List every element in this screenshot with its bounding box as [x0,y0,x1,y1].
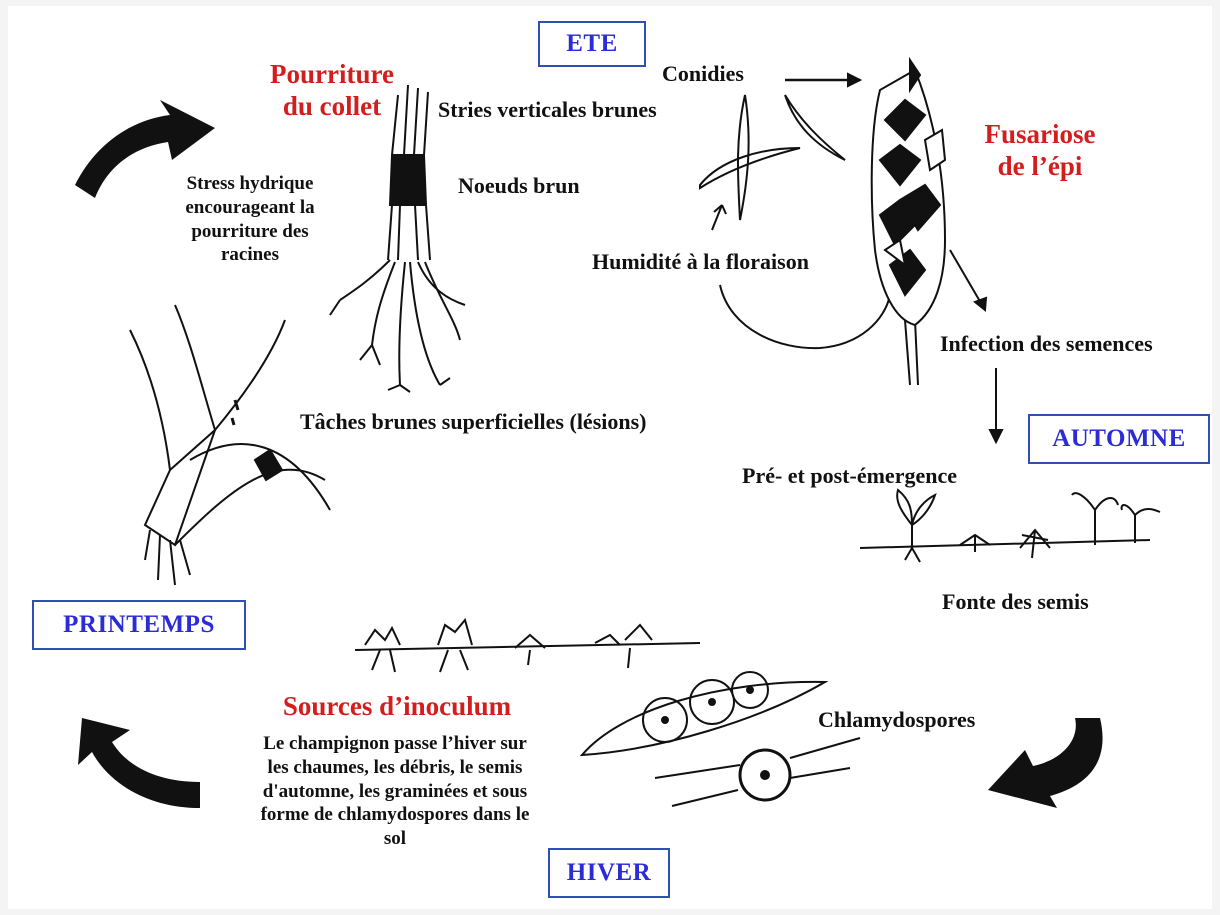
stress-line-3: pourriture des [160,220,340,244]
label-humidite: Humidité à la floraison [592,248,809,276]
season-autumn-box: AUTOMNE [1028,414,1210,464]
season-spring-label: PRINTEMPS [63,611,215,639]
season-winter-box: HIVER [548,848,670,898]
season-autumn-label: AUTOMNE [1052,425,1186,453]
crown-rot-line-2: du collet [252,90,412,122]
label-taches: Tâches brunes superficielles (lésions) [300,408,647,436]
seedlings-drawing [860,490,1160,562]
crown-rot-title: Pourriture du collet [252,58,412,123]
head-blight-line-1: Fusariose [955,118,1125,150]
humidity-cycle-arrow [720,285,890,348]
label-chlamydospores: Chlamydospores [818,706,975,734]
inoculum-line-3: d'automne, les graminées et sous [210,780,580,804]
leaf-lesion-drawing [130,305,330,585]
inoculum-line-1: Le champignon passe l’hiver sur [210,732,580,756]
season-summer-box: ETE [538,21,646,67]
label-noeuds: Noeuds brun [458,172,580,200]
stress-line-4: racines [160,243,340,267]
label-emergence: Pré- et post-émergence [742,462,957,490]
inoculum-line-4: forme de chlamydospores dans le [210,803,580,827]
label-fonte: Fonte des semis [942,588,1089,616]
inoculum-line-2: les chaumes, les débris, le semis [210,756,580,780]
cycle-arrow-bottom-left [78,718,200,808]
inoculum-text: Le champignon passe l’hiver sur les chau… [210,732,580,851]
stress-line-1: Stress hydrique [160,172,340,196]
stubble-drawing [355,620,700,672]
cycle-arrow-bottom-right [988,718,1103,808]
conidia-drawing [700,74,860,230]
label-conidies: Conidies [662,60,744,88]
stress-text: Stress hydrique encourageant la pourritu… [160,172,340,267]
head-blight-line-2: de l’épi [955,150,1125,182]
season-summer-label: ETE [566,30,618,58]
season-winter-label: HIVER [567,859,651,887]
season-spring-box: PRINTEMPS [32,600,246,650]
crown-rot-line-1: Pourriture [252,58,412,90]
head-blight-title: Fusariose de l’épi [955,118,1125,183]
crown-rot-plant-drawing [330,85,465,392]
label-stries: Stries verticales brunes [438,96,657,124]
wheat-head-drawing [872,60,945,385]
inoculum-title: Sources d’inoculum [262,690,532,722]
stress-line-2: encourageant la [160,196,340,220]
chlamydospores-drawing [582,672,860,806]
inoculum-line-5: sol [210,827,580,851]
label-infection: Infection des semences [940,330,1153,358]
